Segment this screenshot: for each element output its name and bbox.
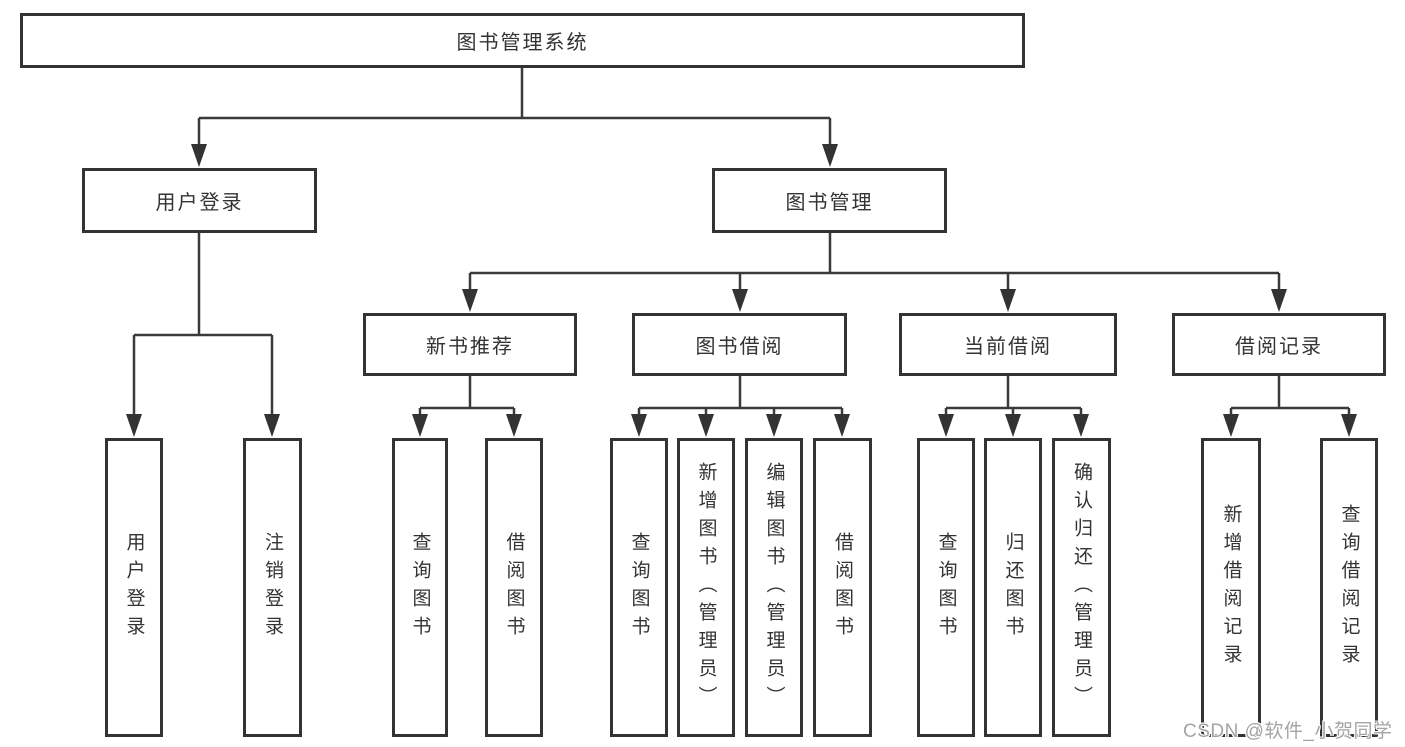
cb-query-books-label: 查询图书 — [935, 531, 957, 644]
cb-return-books-leaf: 归还图书 — [984, 438, 1042, 737]
arrowhead — [191, 144, 207, 167]
current-borrow-label: 当前借阅 — [964, 336, 1052, 358]
arrowhead — [631, 414, 647, 437]
connector-user-login — [126, 233, 280, 437]
cb-confirm-return-leaf: 确认归还（管理员） — [1052, 438, 1111, 737]
arrowhead — [1271, 289, 1287, 312]
book-management-node: 图书管理 — [712, 168, 947, 233]
arrowhead — [126, 414, 142, 437]
arrowhead — [264, 414, 280, 437]
rec-query-books-label: 查询图书 — [409, 531, 431, 644]
user-login-leaf: 用户登录 — [105, 438, 163, 737]
bb-borrow-books-label: 借阅图书 — [832, 531, 853, 644]
user-login-node-label: 用户登录 — [155, 192, 244, 214]
logout-leaf: 注销登录 — [243, 438, 302, 737]
root-node-label: 图书管理系统 — [456, 32, 589, 54]
connector-book-borrow — [631, 376, 850, 437]
book-borrow-node: 图书借阅 — [632, 313, 847, 376]
connector-root — [191, 68, 838, 167]
bb-edit-books-label: 编辑图书（管理员） — [763, 461, 785, 714]
connector-borrow-record — [1223, 376, 1357, 437]
bb-edit-books-leaf: 编辑图书（管理员） — [745, 438, 803, 737]
csdn-watermark: CSDN @软件_小贺同学 — [1183, 721, 1393, 742]
logout-leaf-label: 注销登录 — [262, 531, 283, 644]
br-query-record-leaf: 查询借阅记录 — [1320, 438, 1378, 737]
arrowhead — [698, 414, 714, 437]
connector-book-management — [462, 233, 1287, 312]
bb-query-books-leaf: 查询图书 — [610, 438, 668, 737]
br-add-record-label: 新增借阅记录 — [1220, 503, 1242, 672]
connector-new-book-recommend — [412, 376, 522, 437]
cb-query-books-leaf: 查询图书 — [917, 438, 975, 737]
arrowhead — [1000, 289, 1016, 312]
borrow-record-label: 借阅记录 — [1235, 336, 1323, 358]
current-borrow-node: 当前借阅 — [899, 313, 1117, 376]
user-login-node: 用户登录 — [82, 168, 317, 233]
arrowhead — [1223, 414, 1239, 437]
arrowhead — [834, 414, 850, 437]
arrowhead — [1073, 414, 1089, 437]
arrowhead — [412, 414, 428, 437]
arrowhead — [462, 289, 478, 312]
bb-query-books-label: 查询图书 — [628, 531, 650, 644]
user-login-leaf-label: 用户登录 — [123, 531, 145, 644]
borrow-record-node: 借阅记录 — [1172, 313, 1386, 376]
arrowhead — [1341, 414, 1357, 437]
bb-borrow-books-leaf: 借阅图书 — [813, 438, 872, 737]
arrowhead — [822, 144, 838, 167]
new-book-recommend-label: 新书推荐 — [426, 336, 514, 358]
cb-return-books-label: 归还图书 — [1002, 531, 1024, 644]
rec-borrow-books-leaf: 借阅图书 — [485, 438, 543, 737]
arrowhead — [938, 414, 954, 437]
new-book-recommend-node: 新书推荐 — [363, 313, 577, 376]
book-borrow-label: 图书借阅 — [695, 336, 784, 358]
cb-confirm-return-label: 确认归还（管理员） — [1071, 461, 1092, 714]
book-management-node-label: 图书管理 — [785, 192, 874, 214]
rec-borrow-books-label: 借阅图书 — [503, 531, 525, 644]
bb-add-books-leaf: 新增图书（管理员） — [677, 438, 735, 737]
br-add-record-leaf: 新增借阅记录 — [1201, 438, 1261, 737]
rec-query-books-leaf: 查询图书 — [392, 438, 448, 737]
connector-current-borrow — [938, 376, 1089, 437]
root-node: 图书管理系统 — [20, 13, 1025, 68]
bb-add-books-label: 新增图书（管理员） — [695, 461, 717, 714]
arrowhead — [766, 414, 782, 437]
arrowhead — [1005, 414, 1021, 437]
arrowhead — [732, 289, 748, 312]
br-query-record-label: 查询借阅记录 — [1338, 503, 1360, 672]
arrowhead — [506, 414, 522, 437]
